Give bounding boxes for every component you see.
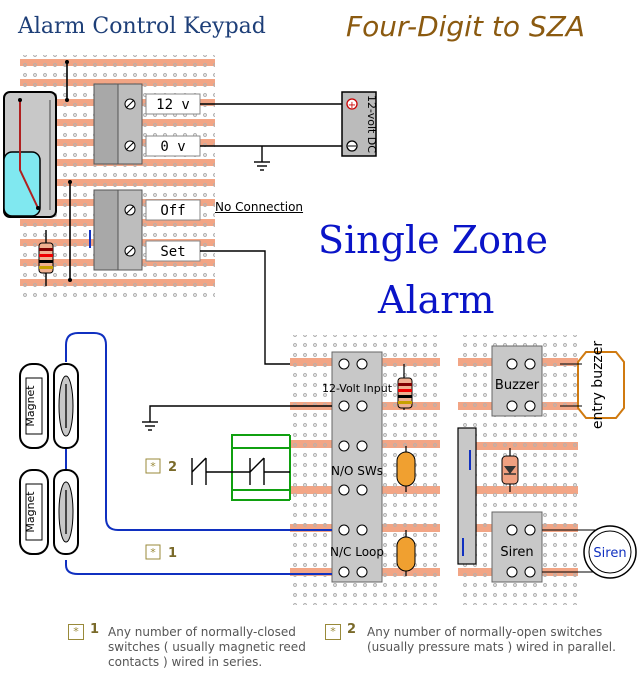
entry-buzzer: entry buzzer bbox=[560, 341, 625, 430]
terminal-12v-label: 12 v bbox=[156, 97, 190, 113]
keypad-device bbox=[3, 91, 57, 218]
dc-supply: + 12-volt DC bbox=[341, 91, 378, 157]
note-2-text: Any number of normally-open switches (us… bbox=[367, 625, 616, 654]
page-subtitle: Four-Digit to SZA bbox=[346, 10, 585, 43]
note-2-number: 2 bbox=[347, 622, 357, 637]
marker-1: 1 bbox=[168, 546, 177, 561]
entry-buzzer-label: entry buzzer bbox=[590, 341, 606, 430]
markers: * 2 * 1 bbox=[145, 458, 177, 561]
sza-siren-label: Siren bbox=[500, 545, 533, 560]
marker-2: 2 bbox=[168, 460, 177, 475]
output-stripboard: Buzzer Siren bbox=[457, 335, 578, 605]
no-connection-label: No Connection bbox=[215, 200, 304, 214]
page-title: Alarm Control Keypad bbox=[18, 14, 266, 39]
terminal-0v-label: 0 v bbox=[160, 139, 185, 155]
magnet-label-2: Magnet bbox=[24, 491, 37, 533]
pressure-mat-switches bbox=[191, 434, 291, 501]
svg-text:+: + bbox=[348, 100, 356, 111]
svg-text:*: * bbox=[150, 546, 156, 559]
terminal-off-label: Off bbox=[160, 203, 185, 219]
siren: Siren bbox=[542, 525, 637, 579]
note-2: * 2 Any number of normally-open switches … bbox=[325, 622, 625, 655]
keypad-resistor bbox=[38, 230, 54, 286]
svg-text:*: * bbox=[150, 460, 156, 473]
sza-stripboard: 12-Volt Input N/O SWs N/C Loop bbox=[290, 335, 440, 605]
terminal-set-label: Set bbox=[160, 244, 185, 260]
main-heading-line-1: Single Zone bbox=[318, 218, 548, 262]
keypad-terminal-labels: 12 v 0 v Off Set bbox=[145, 93, 201, 262]
sza-nc-loop-label: N/C Loop bbox=[330, 545, 384, 559]
sza-no-switches-label: N/O SWs bbox=[331, 464, 383, 478]
note-1-number: 1 bbox=[90, 622, 100, 637]
sza-input-label: 12-Volt Input bbox=[322, 382, 393, 395]
dc-supply-label: 12-volt DC bbox=[365, 95, 378, 153]
sza-ground-wire bbox=[142, 405, 332, 431]
keypad-terminal-block-bottom bbox=[93, 189, 143, 271]
sza-buzzer-label: Buzzer bbox=[495, 378, 540, 393]
note-1: * 1 Any number of normally-closed switche… bbox=[68, 622, 318, 670]
note-1-text: Any number of normally-closed switches (… bbox=[108, 625, 306, 669]
main-heading-line-2: Alarm bbox=[378, 278, 495, 322]
siren-label: Siren bbox=[593, 546, 626, 561]
keypad-terminal-block-top bbox=[93, 83, 143, 165]
magnet-reed-switches: Magnet Magnet bbox=[19, 363, 79, 555]
asterisk-icon: * bbox=[325, 624, 341, 640]
asterisk-icon: * bbox=[68, 624, 84, 640]
magnet-label-1: Magnet bbox=[24, 385, 37, 427]
